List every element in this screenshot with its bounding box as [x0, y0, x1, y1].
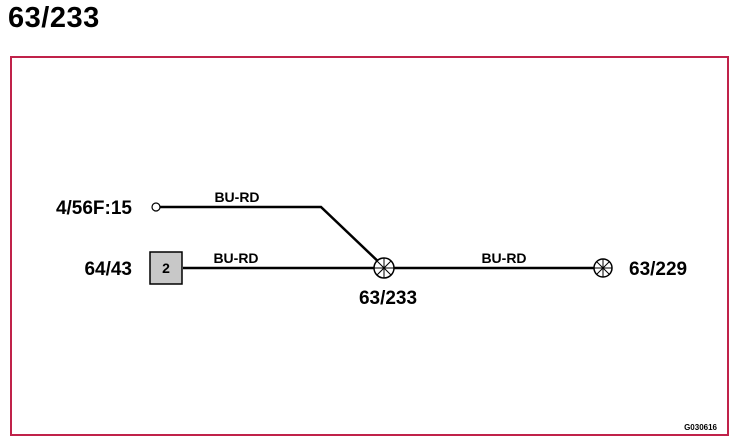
label-left-top: 4/56F:15 [56, 198, 132, 219]
label-junction: 63/233 [359, 288, 417, 309]
open-terminal-icon [151, 202, 161, 212]
diagram-frame [10, 56, 729, 436]
wire-label-bottom-left: BU-RD [213, 250, 258, 266]
connector-box-number: 2 [162, 260, 170, 276]
label-left-box: 64/43 [84, 259, 132, 280]
splice-junction-icon [373, 257, 395, 279]
label-right: 63/229 [629, 259, 687, 280]
wire-label-top: BU-RD [214, 189, 259, 205]
wire-label-right: BU-RD [481, 250, 526, 266]
splice-right-icon [593, 258, 613, 278]
wire-top [160, 205, 385, 268]
connector-box [149, 251, 183, 285]
figure-code: G030616 [684, 423, 717, 432]
page-title: 63/233 [8, 2, 100, 34]
